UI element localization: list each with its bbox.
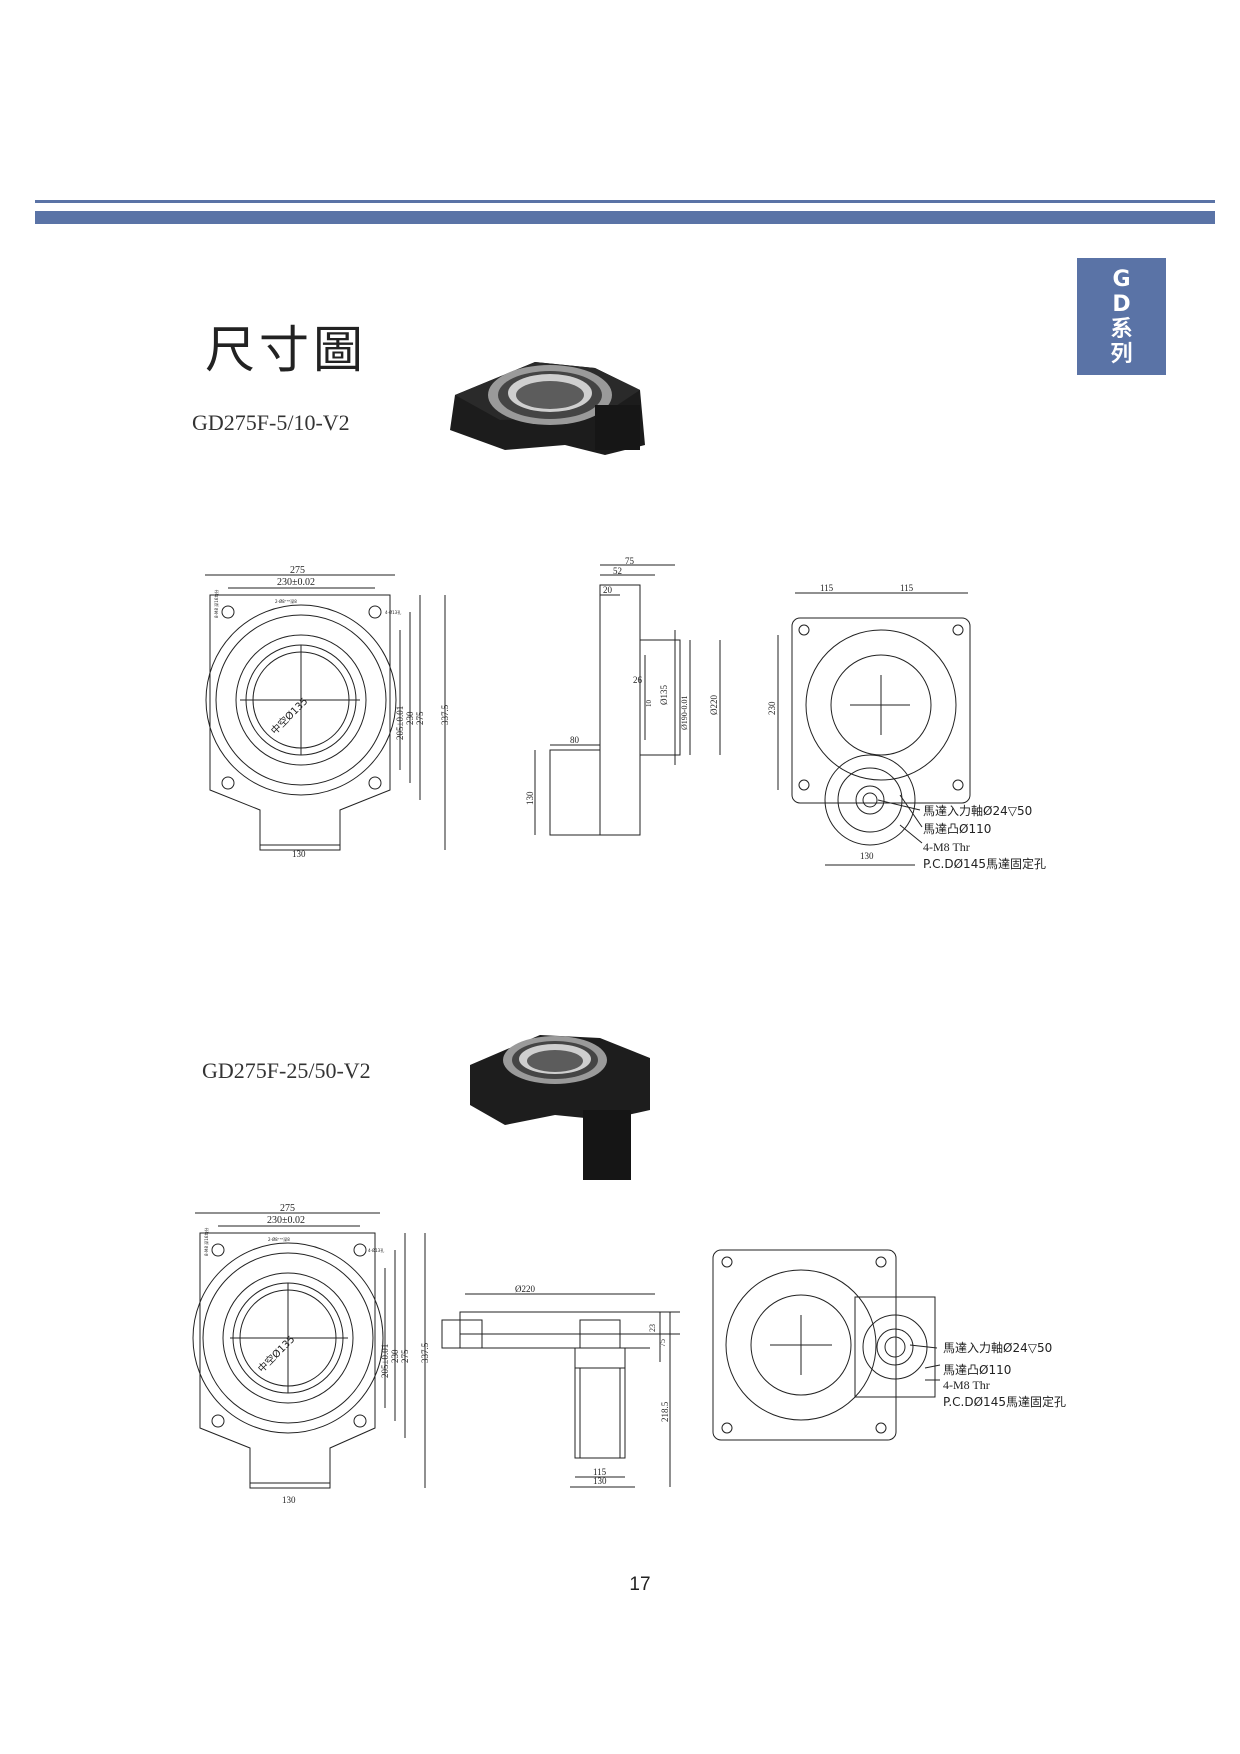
dim-label: 337.5 xyxy=(420,1342,430,1363)
dim-label: 275 xyxy=(415,711,425,725)
dim-label: Ø220 xyxy=(709,695,719,715)
dim-label: 230 xyxy=(390,1349,400,1363)
dim-label: 80 xyxy=(570,735,580,745)
callout-label: 馬達入力軸Ø24▽50 xyxy=(943,1341,1052,1355)
dim-label: 230 xyxy=(405,711,415,725)
dim-label: 275 xyxy=(290,565,305,576)
dim-note: 4-Ø13孔 xyxy=(368,1247,384,1253)
dim-label: 230±0.02 xyxy=(267,1215,305,1226)
product-photo xyxy=(450,362,645,455)
callout-label: 4-M8 Thr xyxy=(923,840,970,854)
dim-note: 4-Ø13孔 xyxy=(385,609,401,615)
model-name: GD275F-25/50-V2 xyxy=(202,1058,371,1083)
dim-label: 20 xyxy=(603,585,613,595)
dim-label: Ø190-0.01 xyxy=(680,696,689,730)
series-tab-char: 列 xyxy=(1110,341,1133,367)
product-photo xyxy=(470,1035,650,1180)
dim-label: 275 xyxy=(280,1203,295,1214)
series-tab: G D 系 列 xyxy=(1077,258,1166,375)
front-view-drawing: 275 230±0.02 2-Ø8⁺ᴴ⁷深8 4-Ø13孔 8-M8 深16均分… xyxy=(205,565,450,859)
dim-label: 75 xyxy=(658,1339,667,1347)
series-tab-char: G xyxy=(1112,266,1131,292)
dim-label: 23 xyxy=(648,1324,657,1332)
dim-label: 115 xyxy=(820,583,834,593)
page-number: 17 xyxy=(629,1574,651,1595)
dim-label: 230±0.02 xyxy=(277,577,315,588)
back-view-drawing: 馬達入力軸Ø24▽50 馬達凸Ø110 4-M8 Thr P.C.DØ145馬達… xyxy=(712,1249,1066,1441)
dim-label: 130 xyxy=(282,1495,296,1505)
dim-label: 130 xyxy=(292,849,306,859)
dim-note: 8-M8 深16均分 xyxy=(213,590,219,618)
dim-label: 115 xyxy=(593,1467,607,1477)
model-name: GD275F-5/10-V2 xyxy=(192,410,350,435)
dim-note: 8-M8 深16均分 xyxy=(203,1228,209,1256)
callout-label: 馬達凸Ø110 xyxy=(923,822,991,836)
callout-label: 馬達凸Ø110 xyxy=(943,1363,1011,1377)
callout-label: 馬達入力軸Ø24▽50 xyxy=(923,804,1032,818)
hollow-label: 中空Ø135 xyxy=(268,695,310,737)
dim-label: 52 xyxy=(613,566,622,576)
dim-label: 205±0.01 xyxy=(395,706,405,740)
dim-label: 230 xyxy=(767,701,777,715)
callout-label: P.C.DØ145馬達固定孔 xyxy=(923,856,1046,871)
dim-label: 218.5 xyxy=(660,1401,670,1422)
dim-label: 130 xyxy=(860,851,874,861)
side-view-drawing: Ø220 23 75 218.5 115 130 xyxy=(441,1284,680,1488)
dim-label: 130 xyxy=(593,1476,607,1486)
series-tab-char: 系 xyxy=(1110,316,1133,342)
dim-label: 205±0.01 xyxy=(380,1344,390,1378)
header-rule-thick xyxy=(35,211,1215,224)
dim-label: 275 xyxy=(400,1349,410,1363)
dim-label: 10 xyxy=(645,700,653,708)
dim-label: Ø220 xyxy=(515,1284,535,1294)
page-title: 尺寸圖 xyxy=(205,321,367,379)
callout-label: P.C.DØ145馬達固定孔 xyxy=(943,1394,1066,1409)
dim-label: 337.5 xyxy=(440,704,450,725)
dim-label: 26 xyxy=(633,675,643,685)
series-tab-char: D xyxy=(1112,291,1131,317)
side-view-drawing: 75 52 20 80 130 26 Ø135 Ø190-0.01 Ø220 1… xyxy=(525,556,721,836)
back-view-drawing: 115 115 230 130 馬達入力軸Ø24▽50 馬達凸Ø110 4-M8… xyxy=(767,583,1046,871)
dim-label: 75 xyxy=(625,556,635,566)
dim-label: 115 xyxy=(900,583,914,593)
hollow-label: 中空Ø135 xyxy=(255,1333,297,1375)
dim-label: Ø135 xyxy=(659,685,669,705)
front-view-drawing: 275 230±0.02 2-Ø8⁺ᴴ⁷深8 4-Ø13孔 8-M8 深16均分… xyxy=(192,1203,430,1505)
dim-label: 130 xyxy=(525,791,535,805)
dim-note: 2-Ø8⁺ᴴ⁷深8 xyxy=(275,598,297,604)
header-rule-thin xyxy=(35,200,1215,203)
callout-label: 4-M8 Thr xyxy=(943,1378,990,1392)
dim-note: 2-Ø8⁺ᴴ⁷深8 xyxy=(268,1236,290,1242)
